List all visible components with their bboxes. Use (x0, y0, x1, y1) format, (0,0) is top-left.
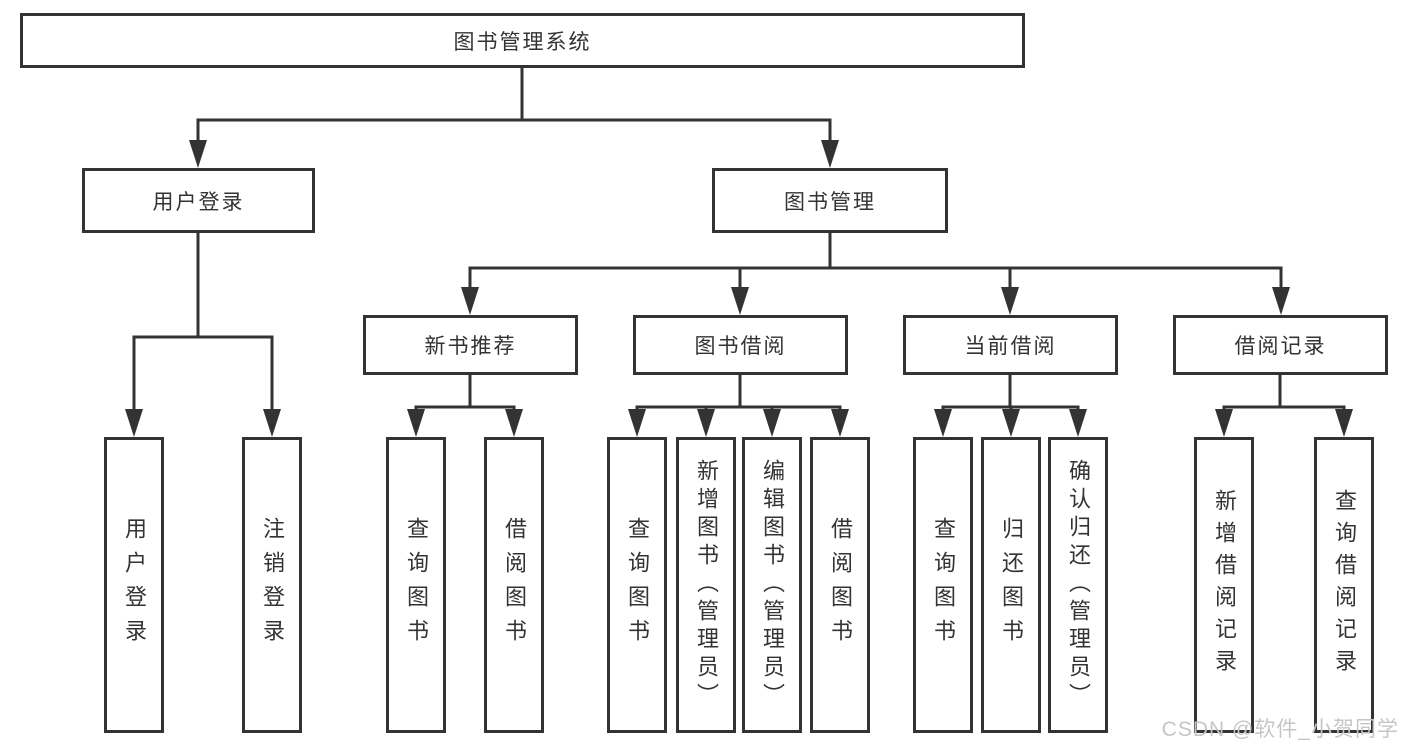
leaf-br-query-record: 查询借阅记录 (1314, 437, 1374, 733)
node-root-label: 图书管理系统 (453, 30, 592, 54)
leaf-bb-add-book: 新增图书（管理员） (676, 437, 736, 733)
leaf-rec-query-book: 查询图书 (386, 437, 446, 733)
node-borrow-record: 借阅记录 (1173, 315, 1388, 375)
node-borrow-record-label: 借阅记录 (1234, 335, 1327, 358)
leaf-br-query-record-label: 查询借阅记录 (1332, 489, 1357, 681)
leaf-br-add-record-label: 新增借阅记录 (1212, 489, 1237, 681)
leaf-rec-borrow-book-label: 借阅图书 (502, 517, 527, 653)
node-user-login-label: 用户登录 (152, 190, 245, 214)
node-book-borrow: 图书借阅 (633, 315, 848, 375)
leaf-cb-query-book: 查询图书 (913, 437, 973, 733)
leaf-cb-confirm-return: 确认归还（管理员） (1048, 437, 1108, 733)
leaf-bb-query-book-label: 查询图书 (625, 517, 650, 653)
node-new-book-rec-label: 新书推荐 (424, 335, 517, 358)
leaf-rec-query-book-label: 查询图书 (404, 517, 429, 653)
arrowheads (125, 140, 1353, 437)
leaf-user-login-label: 用户登录 (122, 517, 147, 653)
leaf-rec-borrow-book: 借阅图书 (484, 437, 544, 733)
leaf-user-login: 用户登录 (104, 437, 164, 733)
leaf-bb-add-book-label: 新增图书（管理员） (694, 459, 719, 711)
leaf-logout-label: 注销登录 (260, 517, 285, 653)
leaf-bb-borrow-book-label: 借阅图书 (828, 517, 853, 653)
leaf-cb-return-book: 归还图书 (981, 437, 1041, 733)
node-book-mgmt-label: 图书管理 (784, 190, 876, 214)
csdn-watermark: CSDN @软件_小贺同学 (1161, 718, 1399, 741)
node-book-mgmt: 图书管理 (712, 168, 948, 233)
leaf-cb-return-book-label: 归还图书 (999, 517, 1024, 653)
node-book-borrow-label: 图书借阅 (694, 335, 787, 358)
leaf-bb-query-book: 查询图书 (607, 437, 667, 733)
node-current-borrow: 当前借阅 (903, 315, 1118, 375)
leaf-bb-borrow-book: 借阅图书 (810, 437, 870, 733)
leaf-br-add-record: 新增借阅记录 (1194, 437, 1254, 733)
node-root: 图书管理系统 (20, 13, 1025, 68)
node-current-borrow-label: 当前借阅 (964, 335, 1057, 358)
node-user-login: 用户登录 (82, 168, 315, 233)
leaf-bb-edit-book-label: 编辑图书（管理员） (760, 459, 785, 711)
leaf-cb-query-book-label: 查询图书 (931, 517, 956, 653)
leaf-bb-edit-book: 编辑图书（管理员） (742, 437, 802, 733)
leaf-cb-confirm-return-label: 确认归还（管理员） (1066, 459, 1091, 711)
leaf-logout: 注销登录 (242, 437, 302, 733)
node-new-book-rec: 新书推荐 (363, 315, 578, 375)
